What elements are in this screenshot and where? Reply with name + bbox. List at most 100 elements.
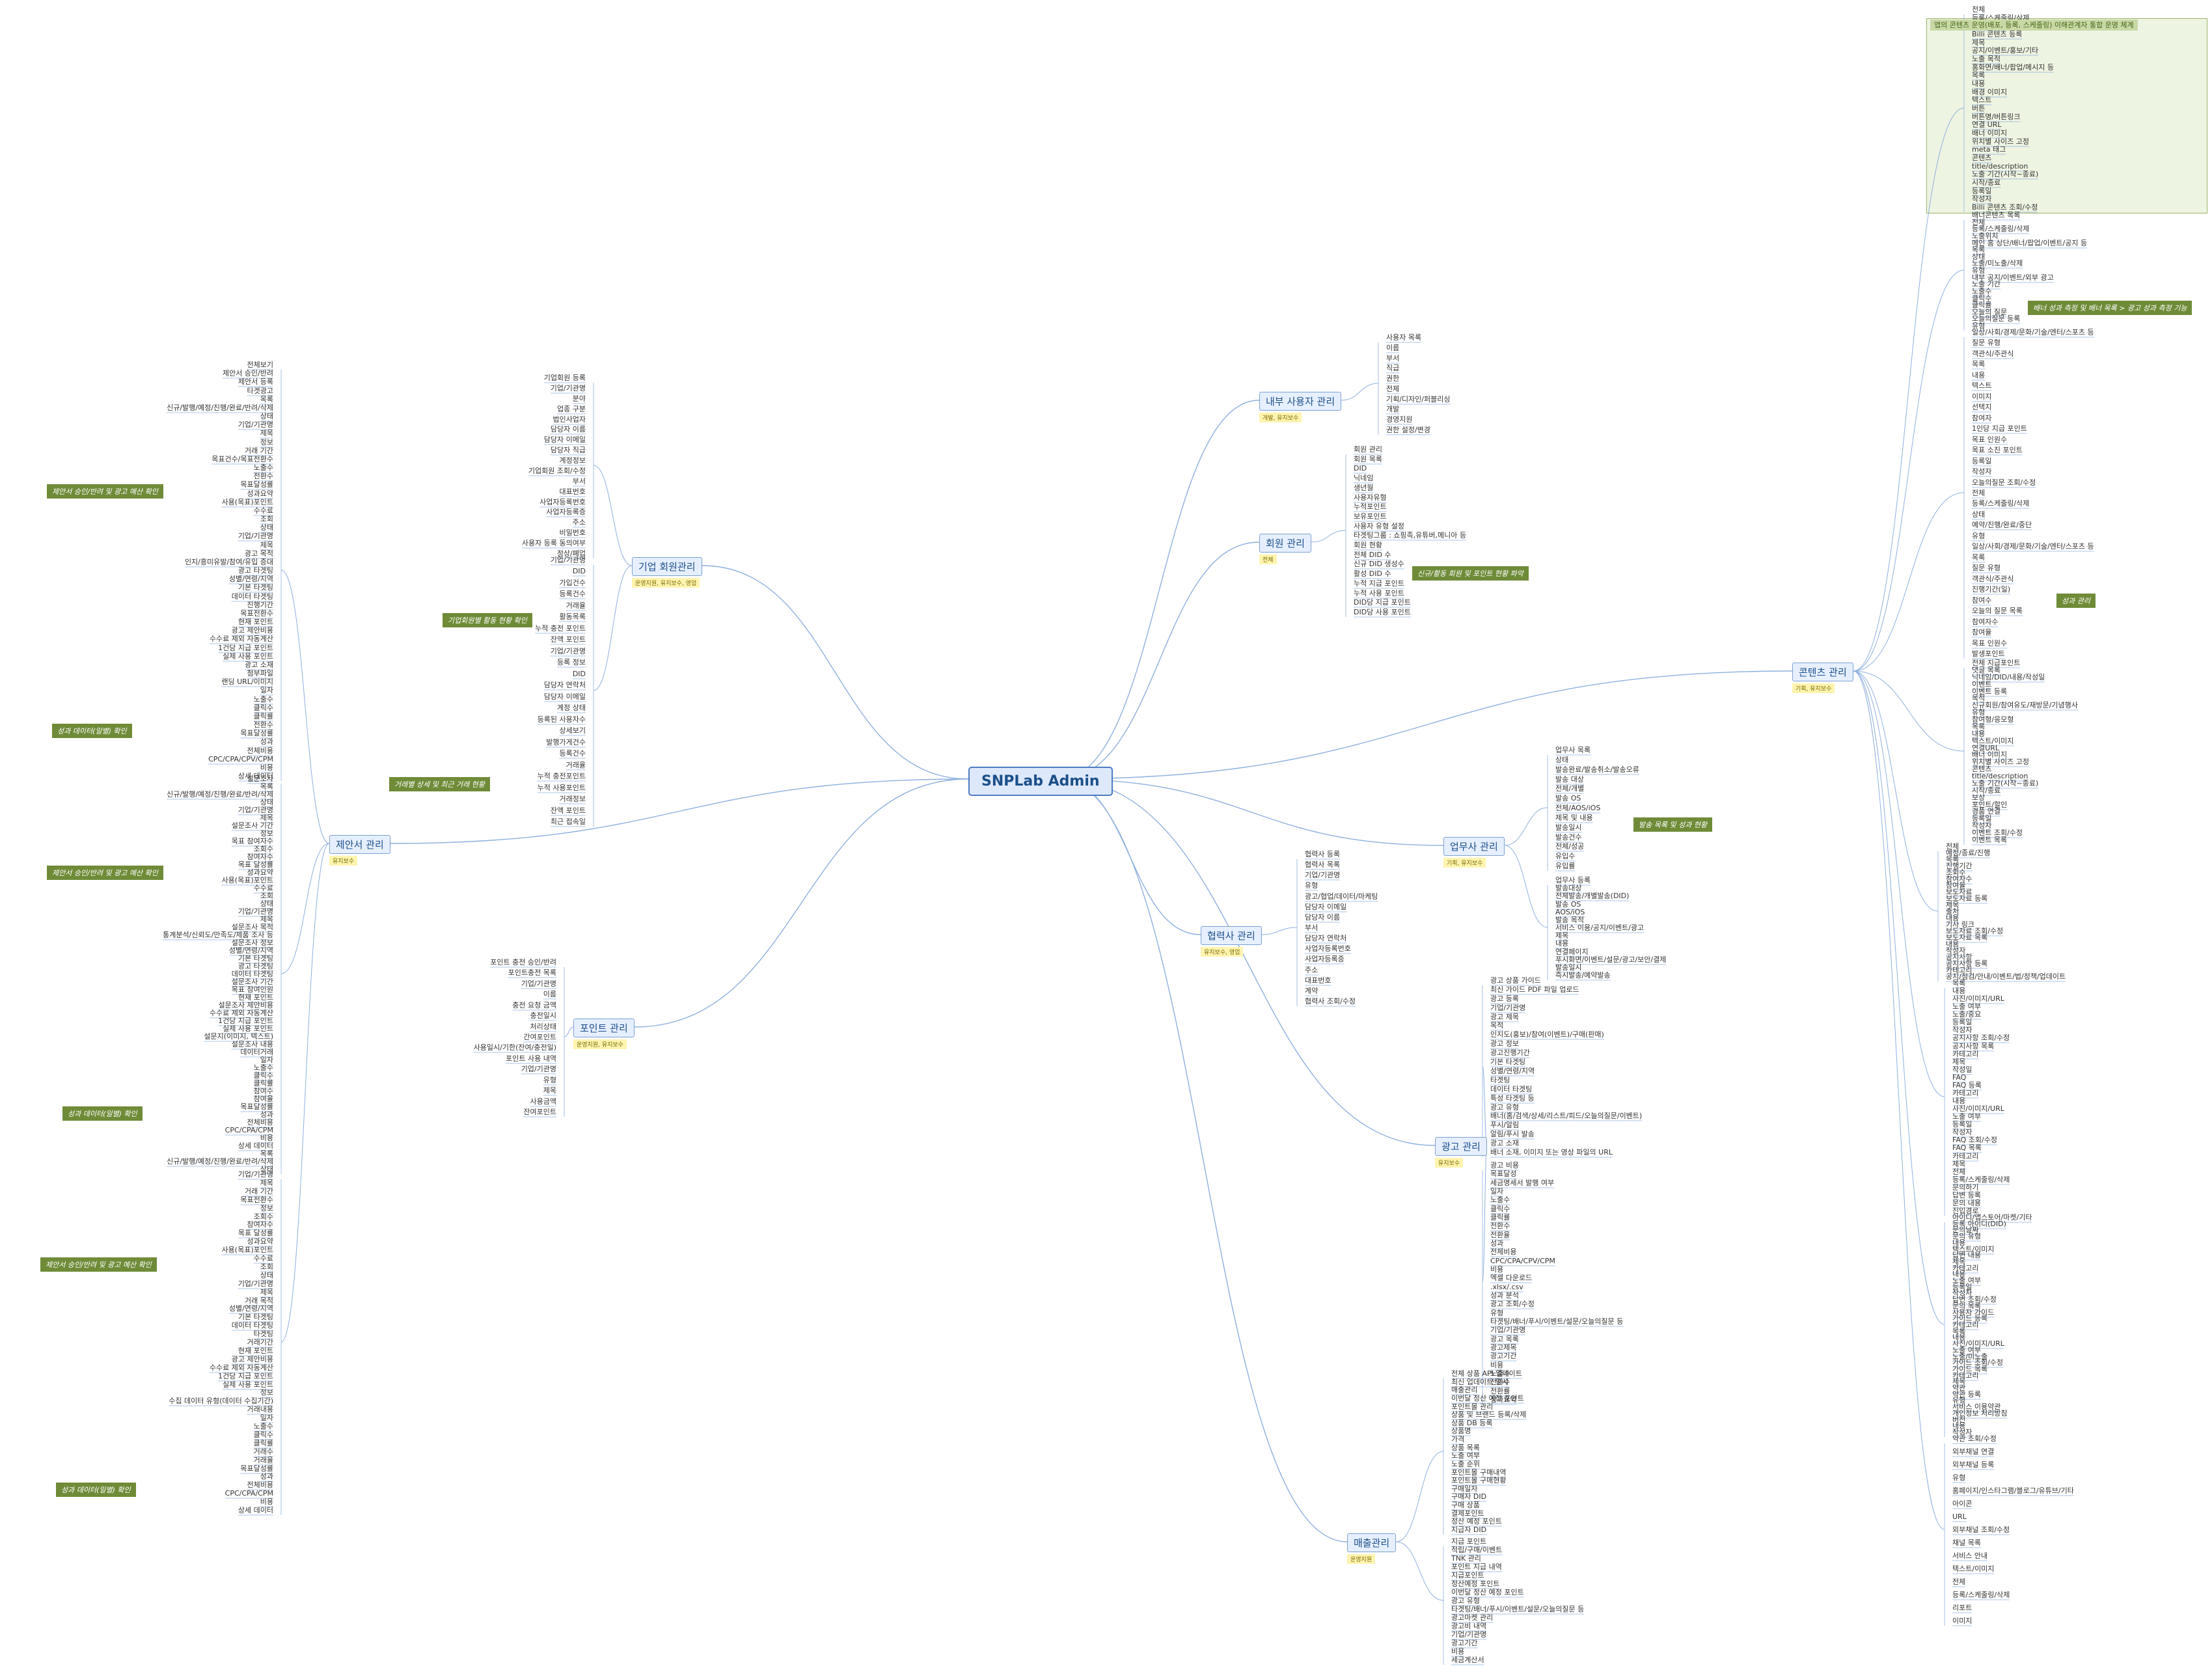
- company-node[interactable]: 분야: [572, 394, 586, 403]
- business-node[interactable]: 발송완료/발송취소/발송오류: [1555, 765, 1639, 774]
- agency-node[interactable]: 주소: [1305, 966, 1318, 974]
- settlement-node[interactable]: 비용: [1451, 1647, 1465, 1656]
- content-node[interactable]: FAQ: [1952, 1073, 1967, 1082]
- content-node[interactable]: 등록일: [1972, 187, 1992, 195]
- company-node[interactable]: 담당자 이메일: [543, 692, 586, 701]
- content-node[interactable]: 연결 URL: [1972, 120, 2002, 129]
- ads-node[interactable]: 노출수: [1490, 1369, 1510, 1378]
- point-node[interactable]: 유형: [543, 1076, 556, 1084]
- company-node[interactable]: 사용자 등록 동의여부: [521, 539, 586, 547]
- proposal-node[interactable]: 정보: [260, 1204, 273, 1212]
- ads-node[interactable]: 전환율: [1490, 1231, 1510, 1239]
- content-node[interactable]: 전체: [1972, 218, 1986, 226]
- proposal-node[interactable]: 상태: [260, 523, 273, 532]
- content-node[interactable]: 목록: [1972, 245, 1986, 254]
- company-node[interactable]: 사업자등록번호: [539, 498, 586, 506]
- proposal-node[interactable]: 설문지(이미지, 텍스트): [204, 1032, 273, 1041]
- proposal-node[interactable]: 신규/발행/예정/진행/완료/반려/삭제: [167, 1157, 273, 1166]
- content-node[interactable]: 포인트/할인: [1972, 801, 2008, 809]
- settlement-node[interactable]: 포인트몰 관리: [1451, 1403, 1494, 1411]
- content-node[interactable]: 유형: [1952, 1473, 1966, 1482]
- content-node[interactable]: 텍스트/이미지: [1972, 737, 2014, 745]
- content-node[interactable]: 작성자: [1952, 1289, 1973, 1297]
- content-node[interactable]: 오늘의 질문: [1972, 308, 2008, 316]
- ads-node[interactable]: 데이터 타겟팅: [1490, 1085, 1533, 1093]
- proposal-node[interactable]: 목표 참여인원: [231, 985, 273, 994]
- content-node[interactable]: FAQ 조회/수정: [1952, 1136, 1997, 1144]
- proposal-node[interactable]: 성별/연령/지역: [228, 1304, 273, 1313]
- company-node[interactable]: 기업/기관명: [550, 556, 586, 564]
- content-node[interactable]: 노출 여부: [1952, 1276, 1981, 1285]
- settlement-node[interactable]: 구매일자: [1451, 1485, 1478, 1493]
- content-node[interactable]: 카테고리: [1946, 966, 1973, 974]
- content-node[interactable]: 노출위치: [1972, 232, 1999, 240]
- content-node[interactable]: 선택지: [1972, 403, 1992, 411]
- proposal-node[interactable]: 조회: [260, 1263, 273, 1271]
- internal-node[interactable]: 전체: [1386, 385, 1400, 393]
- company-node[interactable]: 잔액 포인트: [550, 635, 586, 644]
- settlement-node[interactable]: 지급포인트: [1451, 1571, 1484, 1580]
- member-node[interactable]: 사용자 유형 설정: [1354, 522, 1404, 530]
- company-node[interactable]: 등록 정보: [557, 658, 586, 666]
- content-node[interactable]: 공지사항: [1946, 953, 1973, 961]
- ads-node[interactable]: 광고 등록: [1490, 994, 1519, 1003]
- content-node[interactable]: 문의 내용: [1952, 1199, 1981, 1207]
- proposal-node[interactable]: 상태: [260, 899, 273, 908]
- content-node[interactable]: 제목: [1952, 1160, 1966, 1168]
- content-node[interactable]: 경품 연결: [1972, 807, 2000, 815]
- proposal-node[interactable]: 신규/발행/예정/진행/완료/반려/삭제: [167, 404, 273, 412]
- content-node[interactable]: 참여자: [1972, 414, 1992, 422]
- proposal-node[interactable]: 기본 타겟팅: [238, 954, 273, 963]
- content-node[interactable]: 발생포인트: [1972, 650, 2005, 658]
- proposal-node[interactable]: 제목: [260, 814, 273, 822]
- business-node[interactable]: 전체/개별: [1555, 784, 1585, 793]
- proposal-node[interactable]: 클릭률: [253, 1079, 273, 1088]
- proposal-node[interactable]: 성별/연령/지역: [228, 575, 273, 583]
- internal-node[interactable]: 권한: [1386, 374, 1400, 383]
- company-node[interactable]: 누적 충전 포인트: [535, 624, 586, 633]
- proposal-node[interactable]: 제목: [260, 541, 273, 549]
- proposal-node[interactable]: 타겟광고: [247, 387, 273, 395]
- content-node[interactable]: 외부채널 등록: [1952, 1460, 1995, 1469]
- ads-node[interactable]: 광고 정보: [1490, 1039, 1519, 1048]
- ads-node[interactable]: 광고진행기간: [1490, 1048, 1530, 1057]
- business-node[interactable]: 발송건수: [1555, 833, 1582, 842]
- ads-node[interactable]: 목적: [1490, 1021, 1504, 1030]
- member-node[interactable]: 생년월: [1354, 484, 1374, 492]
- ads-node[interactable]: 광고 제목: [1490, 1013, 1519, 1021]
- content-node[interactable]: 공지사항 조회/수정: [1952, 1033, 2010, 1042]
- proposal-node[interactable]: 조회: [260, 515, 273, 523]
- content-node[interactable]: 시작/종료: [1972, 786, 2001, 795]
- company-node[interactable]: 거래율: [566, 601, 586, 610]
- proposal-node[interactable]: 기업/기관명: [238, 1170, 273, 1179]
- proposal-node[interactable]: 목표달성률: [240, 1102, 273, 1111]
- company-node[interactable]: 등록건수: [559, 590, 586, 598]
- proposal-node[interactable]: 성과요약: [247, 1237, 273, 1246]
- content-node[interactable]: 신규회원/참여유도/재방문/기념행사: [1972, 701, 2078, 709]
- ads-node[interactable]: 기업/기관명: [1490, 1004, 1526, 1012]
- content-node[interactable]: 카테고리: [1952, 1321, 1979, 1329]
- content-node[interactable]: Billi 콘텐츠 조회/수정: [1972, 203, 2038, 212]
- content-node[interactable]: 내용: [1952, 1421, 1966, 1430]
- content-node[interactable]: 약관: [1952, 1384, 1966, 1392]
- internal-node[interactable]: 이름: [1386, 344, 1400, 352]
- proposal-node[interactable]: 기업/기관명: [238, 806, 273, 814]
- content-node[interactable]: 등록/스케줄링/삭제: [1972, 225, 2030, 233]
- ads-node[interactable]: 광고 비용: [1490, 1161, 1519, 1170]
- internal-node[interactable]: 권한 설정/변경: [1386, 426, 1430, 434]
- proposal-node[interactable]: 기업/기관명: [238, 1280, 273, 1288]
- content-node[interactable]: 노출/중요: [1952, 1010, 1982, 1019]
- proposal-node[interactable]: 거래수: [253, 1447, 273, 1456]
- member-node[interactable]: 타겟팅그룹 : 쇼핑족,유튜버,메니아 등: [1354, 531, 1466, 540]
- content-node[interactable]: 등록일: [1972, 814, 1992, 823]
- settlement-node[interactable]: 타겟팅/배너/푸시/이벤트/설문/오늘의질문 등: [1451, 1605, 1585, 1613]
- content-node[interactable]: 예약/진행/완료/중단: [1972, 521, 2032, 529]
- proposal-node[interactable]: 클릭수: [253, 1430, 273, 1439]
- agency-node[interactable]: 담당자 연락처: [1305, 934, 1347, 942]
- settlement-node[interactable]: 전체 상품 API 업데이트: [1451, 1369, 1522, 1378]
- agency-node[interactable]: 대표번호: [1305, 976, 1331, 985]
